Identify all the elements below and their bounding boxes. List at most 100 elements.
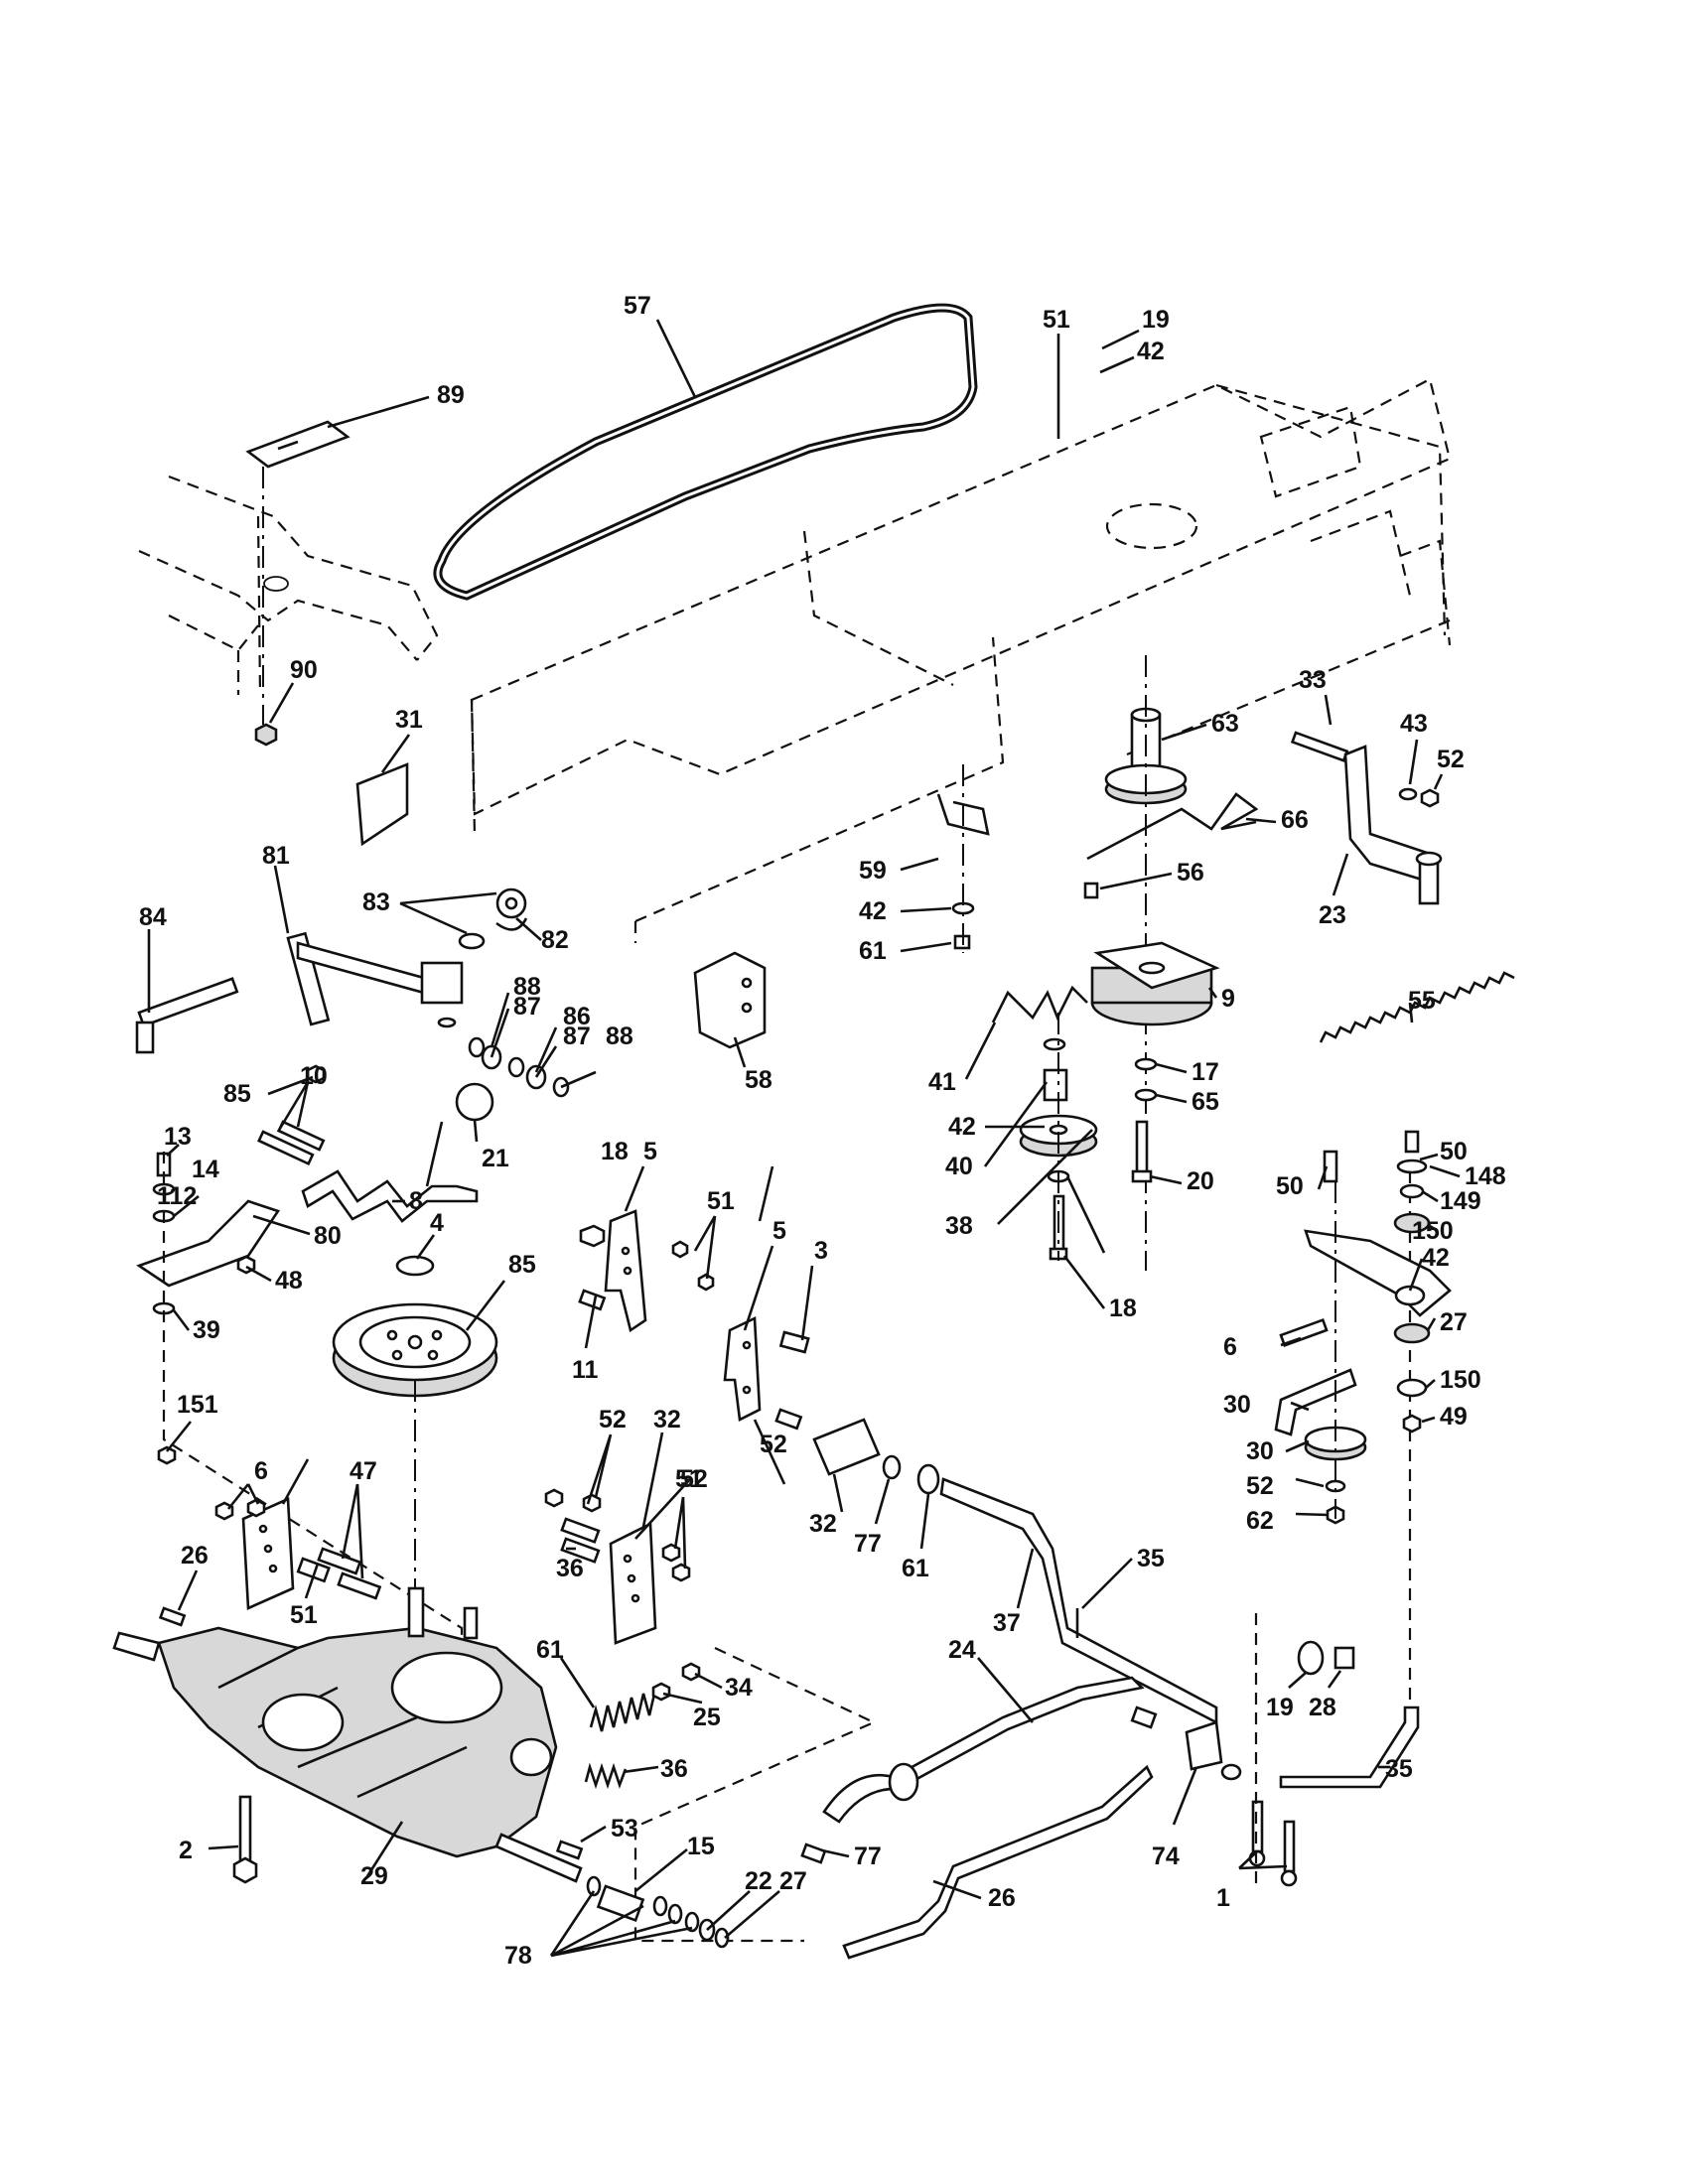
callout: 18 bbox=[601, 1138, 629, 1165]
nut bbox=[671, 1240, 689, 1259]
callout: 19 bbox=[1266, 1694, 1294, 1721]
washer bbox=[916, 1463, 940, 1495]
callout: 35 bbox=[1385, 1755, 1413, 1783]
callout: 30 bbox=[1246, 1437, 1274, 1465]
callout: 29 bbox=[360, 1862, 388, 1890]
callout: 17 bbox=[1192, 1058, 1219, 1086]
callout: 148 bbox=[1465, 1162, 1506, 1190]
bushing bbox=[1333, 1646, 1355, 1670]
callout: 32 bbox=[653, 1406, 681, 1433]
callout: 52 bbox=[599, 1406, 627, 1433]
callout: 48 bbox=[275, 1267, 303, 1295]
callout: 2 bbox=[179, 1837, 193, 1864]
electric-clutch bbox=[1090, 941, 1220, 1026]
bolt bbox=[232, 1795, 258, 1884]
callout: 149 bbox=[1440, 1187, 1481, 1215]
callout: 51 bbox=[290, 1601, 318, 1629]
callout: 26 bbox=[181, 1542, 209, 1570]
mounting-bracket bbox=[604, 1209, 647, 1333]
callout: 51 bbox=[675, 1465, 703, 1493]
callout: 15 bbox=[687, 1833, 715, 1860]
callout: 42 bbox=[1137, 338, 1165, 365]
callout: 77 bbox=[854, 1843, 882, 1870]
bolt bbox=[1131, 1120, 1153, 1183]
callout: 86 bbox=[563, 1003, 591, 1030]
callout: 37 bbox=[993, 1609, 1021, 1637]
callout: 59 bbox=[859, 857, 887, 885]
callout: 6 bbox=[254, 1457, 268, 1485]
callout: 81 bbox=[262, 842, 290, 870]
callout: 58 bbox=[745, 1066, 772, 1094]
callout: 52 bbox=[760, 1431, 787, 1458]
callout: 24 bbox=[948, 1636, 976, 1664]
callout: 19 bbox=[1142, 306, 1170, 334]
panel bbox=[355, 762, 409, 847]
callout: 90 bbox=[290, 656, 318, 684]
callout: 28 bbox=[1309, 1694, 1336, 1721]
callout: 32 bbox=[809, 1510, 837, 1538]
callout: 31 bbox=[395, 706, 423, 734]
ferrule bbox=[1130, 1706, 1158, 1729]
callout: 65 bbox=[1192, 1088, 1219, 1116]
callout: 11 bbox=[572, 1356, 599, 1384]
callout: 41 bbox=[928, 1068, 956, 1096]
callout: 63 bbox=[1211, 710, 1239, 738]
callout: 38 bbox=[945, 1212, 973, 1240]
callout: 36 bbox=[556, 1555, 584, 1582]
washer bbox=[1398, 787, 1418, 801]
extension-spring bbox=[1319, 971, 1515, 1043]
washer bbox=[1399, 1183, 1425, 1199]
spring-wire bbox=[1086, 792, 1259, 861]
washer bbox=[1297, 1640, 1325, 1676]
callout: 57 bbox=[624, 292, 651, 320]
nut bbox=[1402, 1414, 1422, 1433]
bolt bbox=[1279, 1317, 1329, 1348]
control-rod bbox=[822, 1676, 1145, 1824]
brake-bracket bbox=[136, 1199, 281, 1288]
nut bbox=[681, 1662, 701, 1682]
callout: 53 bbox=[611, 1815, 638, 1843]
callout: 50 bbox=[1440, 1138, 1468, 1165]
callout: 27 bbox=[779, 1867, 807, 1895]
key bbox=[158, 1606, 187, 1627]
washer bbox=[882, 1454, 902, 1480]
callout: 84 bbox=[139, 903, 167, 931]
chassis-frame bbox=[470, 377, 1452, 943]
washer bbox=[1134, 1057, 1158, 1071]
leader-lines bbox=[147, 319, 1461, 1958]
callout: 150 bbox=[1440, 1366, 1481, 1394]
axle-bracket bbox=[609, 1521, 657, 1645]
callout: 6 bbox=[1223, 1333, 1237, 1361]
callout: 10 bbox=[300, 1062, 328, 1090]
callout: 74 bbox=[1152, 1843, 1180, 1870]
transmission-pulley bbox=[332, 1302, 498, 1398]
washer bbox=[1396, 1378, 1428, 1398]
bracket bbox=[693, 951, 767, 1049]
callout: 52 bbox=[680, 1465, 708, 1493]
callout: 62 bbox=[1246, 1507, 1274, 1535]
callout: 42 bbox=[1422, 1244, 1450, 1272]
ferrule bbox=[800, 1843, 827, 1864]
nut bbox=[697, 1273, 715, 1292]
bushing bbox=[1396, 1159, 1428, 1174]
callout: 18 bbox=[1109, 1295, 1137, 1322]
callout: 66 bbox=[1281, 806, 1309, 834]
callout: 55 bbox=[1408, 987, 1436, 1015]
spacer bbox=[812, 1418, 881, 1476]
callout: 61 bbox=[902, 1555, 929, 1582]
callout: 77 bbox=[854, 1530, 882, 1558]
callout: 51 bbox=[707, 1187, 735, 1215]
callout: 36 bbox=[660, 1755, 688, 1783]
callout: 85 bbox=[508, 1251, 536, 1279]
callout: 35 bbox=[1137, 1545, 1165, 1572]
compression-spring bbox=[589, 1689, 657, 1732]
bolt bbox=[1290, 731, 1349, 762]
callout: 87 bbox=[563, 1023, 591, 1050]
nut bbox=[1420, 788, 1440, 808]
callout: 40 bbox=[945, 1153, 973, 1180]
callout: 49 bbox=[1440, 1403, 1468, 1431]
bolt bbox=[1323, 1150, 1338, 1183]
nut bbox=[254, 723, 278, 747]
bolt bbox=[778, 1330, 810, 1354]
